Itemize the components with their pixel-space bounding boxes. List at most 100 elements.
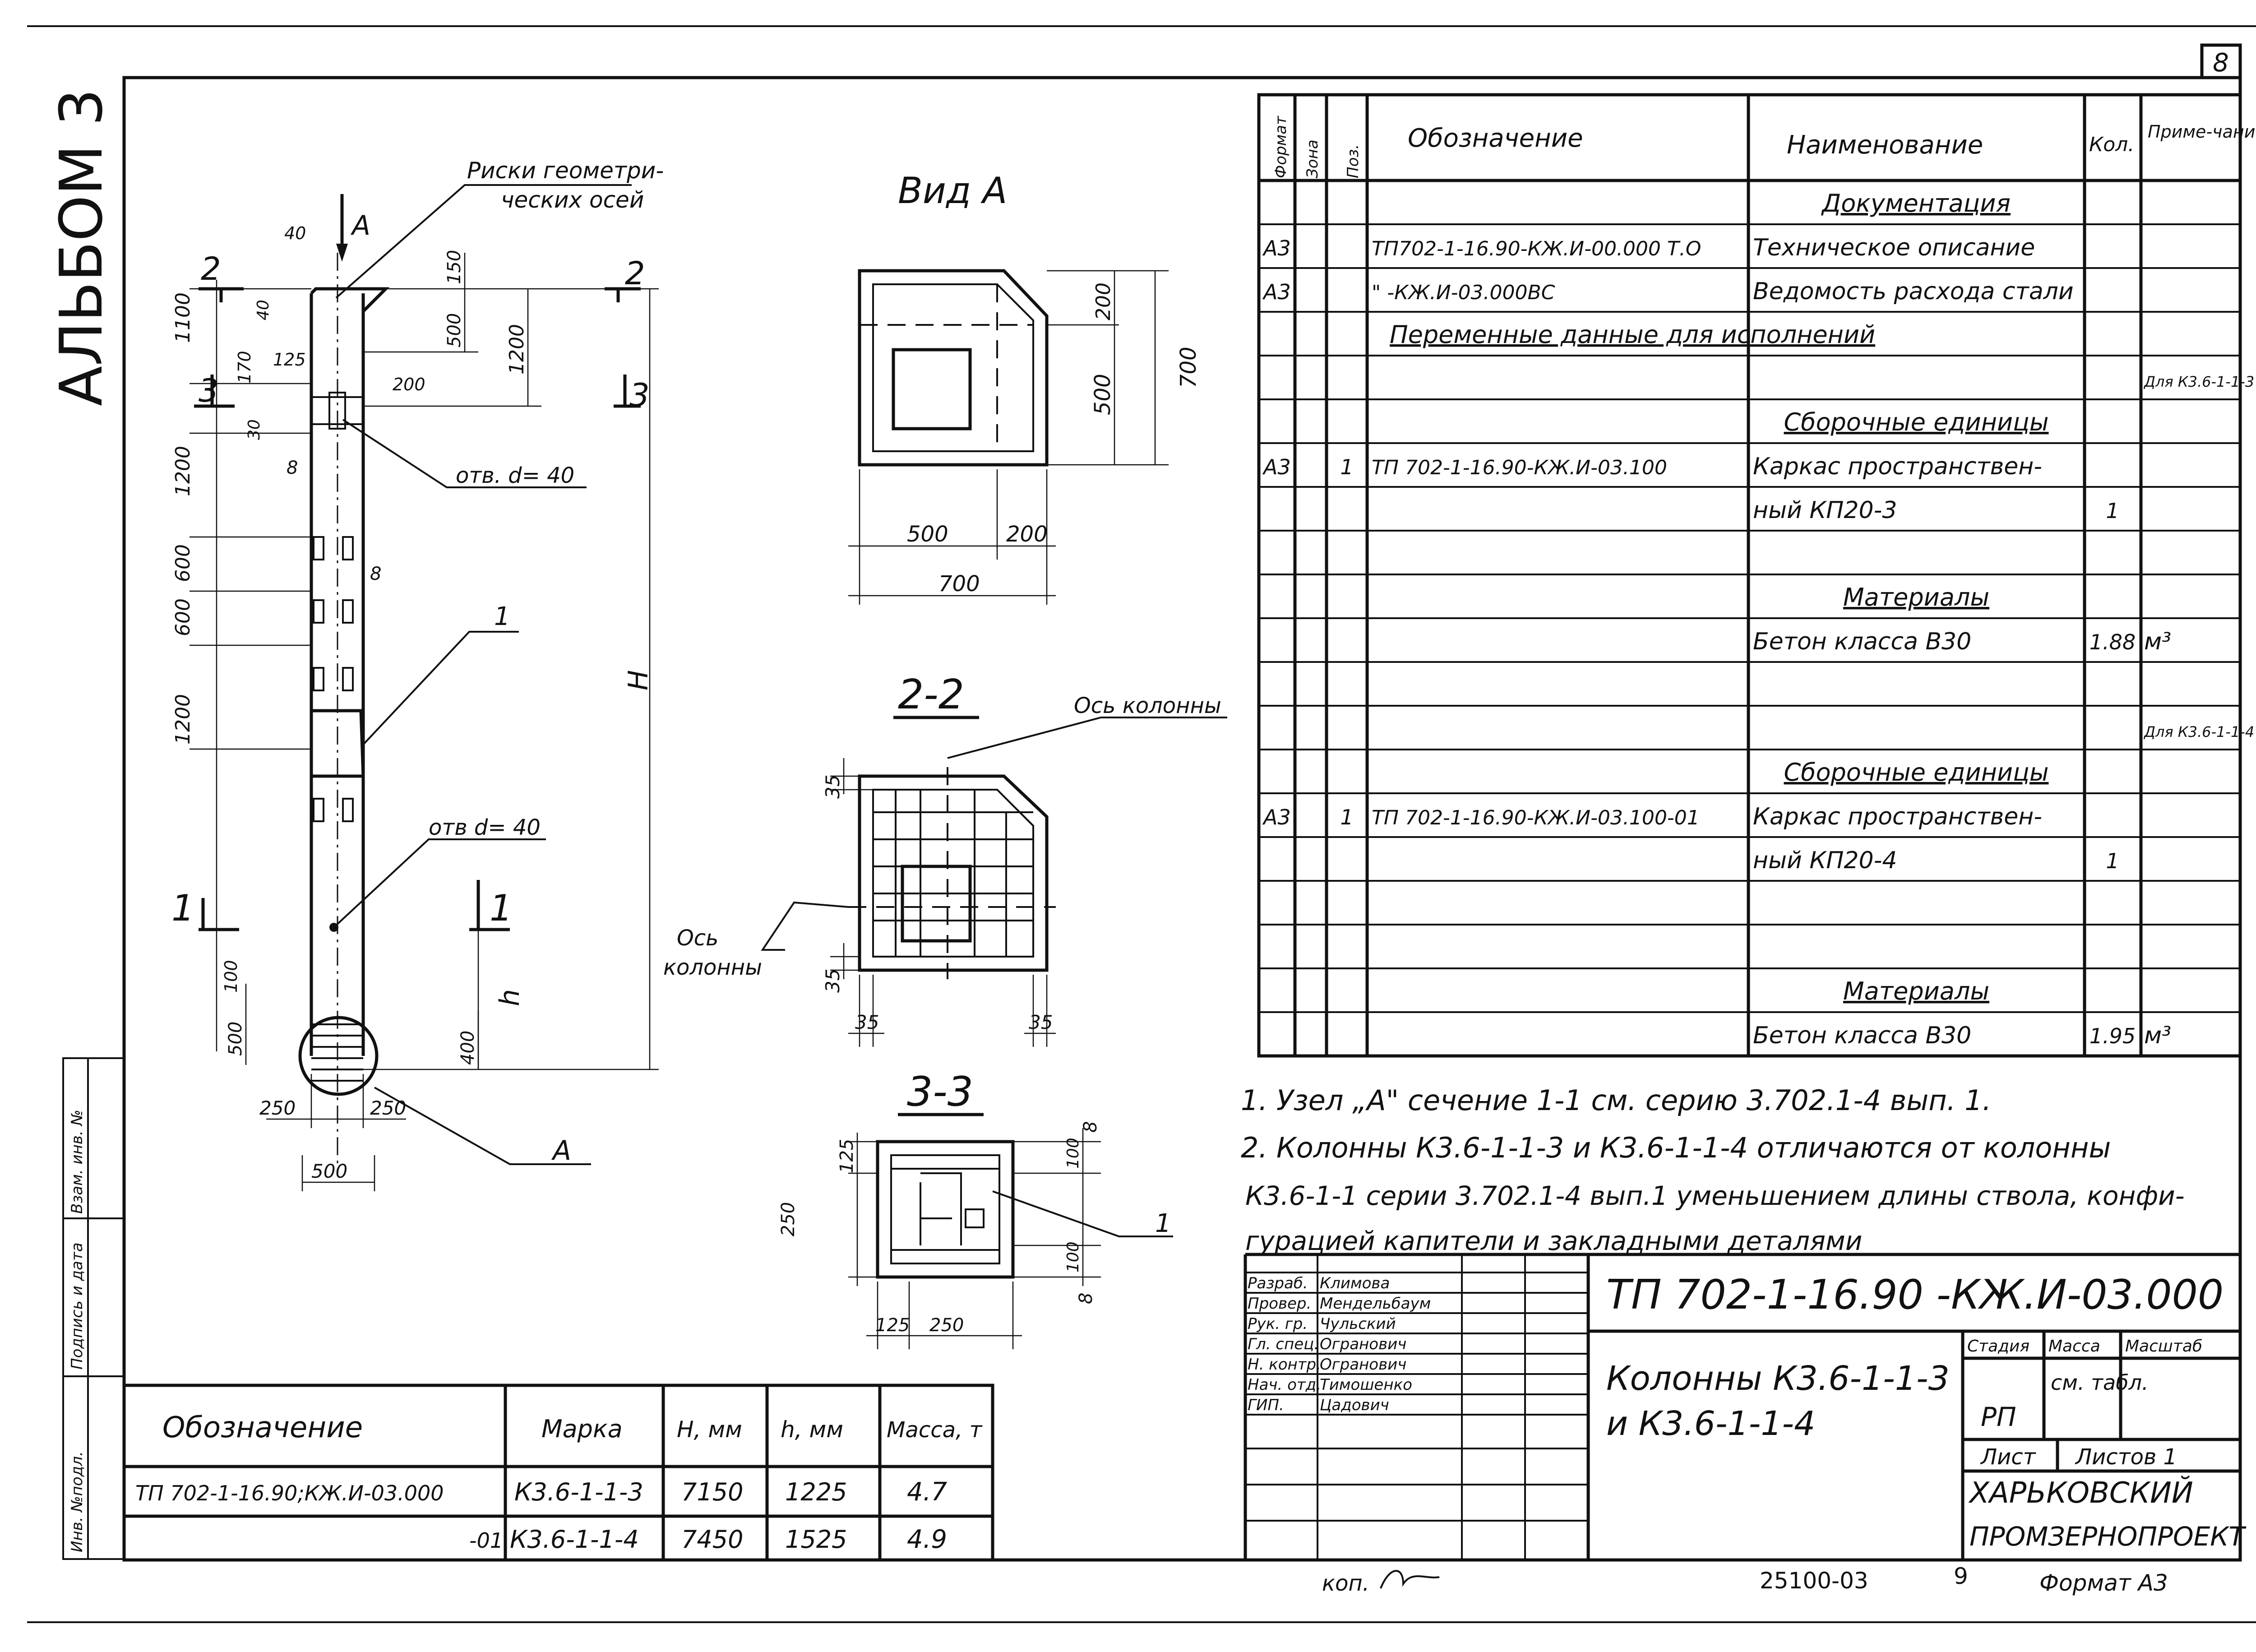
- variant-2-mark: К3.6-1-1-4: [510, 1525, 639, 1554]
- dim-1200-a: 1200: [171, 446, 194, 496]
- title-org-1: ХАРЬКОВСКИЙ: [1968, 1476, 2193, 1510]
- spec-row-designation: Переменные данные для исполнений: [1390, 320, 1875, 349]
- spec-row-pos: 1: [1340, 805, 1353, 829]
- dim-250-left: 250: [259, 1097, 296, 1119]
- note-3: К3.6-1-1 серии 3.702.1-4 вып.1 уменьшени…: [1245, 1180, 2185, 1211]
- section-2-2-dim-35-b: 35: [822, 969, 844, 993]
- section-3-3-dim-125-h: 125: [875, 1315, 910, 1336]
- title-role-name: Тимошенко: [1320, 1376, 1412, 1394]
- spec-row-designation: " -КЖ.И-03.000ВС: [1372, 281, 1555, 304]
- title-stage-header: Стадия: [1967, 1337, 2029, 1356]
- margin-sign-label: Подпись и дата: [68, 1242, 86, 1370]
- dim-100-side: 100: [221, 960, 241, 993]
- title-role-name: Огранович: [1320, 1335, 1406, 1353]
- dim-150: 150: [444, 250, 465, 284]
- section-3-3-dim-125-v: 125: [837, 1139, 857, 1173]
- variant-1-H: 7150: [681, 1478, 743, 1506]
- spec-row-note: м³: [2144, 628, 2171, 655]
- variants-header-H: Н, мм: [677, 1416, 742, 1443]
- spec-row-name: ный КП20-3: [1753, 497, 1897, 524]
- spec-row-name: Бетон класса В30: [1753, 628, 1971, 655]
- view-a-dim-700-h: 700: [938, 571, 980, 597]
- spec-row-name: ный КП20-4: [1753, 847, 1897, 874]
- spec-row-qty: 1: [2106, 849, 2119, 873]
- spec-row-designation: ТП702-1-16.90-КЖ.И-00.000 Т.О: [1372, 237, 1701, 260]
- section-2-2-axis2-a: Ось: [677, 925, 718, 951]
- view-a-dim-500-h: 500: [907, 522, 948, 547]
- section-2-2: 2-2 Ось колонны Ось колонны 35 35 35 35: [663, 671, 1227, 1047]
- title-org-2: ПРОМЗЕРНОПРОЕКТ: [1969, 1521, 2247, 1552]
- section-3-3-dim-100-a: 100: [1064, 1138, 1082, 1169]
- title-role-label: Разраб.: [1248, 1274, 1308, 1292]
- section-3-3: 3-3 1 125 250 100 8 100 8 125 250: [778, 1068, 1173, 1349]
- title-role-name: Климова: [1320, 1274, 1390, 1292]
- title-mass-header: Масса: [2048, 1337, 2100, 1356]
- title-role-label: Н. контр.: [1248, 1356, 1321, 1374]
- spec-row-designation: ТП 702-1-16.90-КЖ.И-03.100: [1372, 456, 1667, 479]
- section-2-2-dim-35-a: 35: [822, 775, 844, 799]
- spec-row-format: А3: [1262, 805, 1291, 829]
- title-stage: РП: [1981, 1402, 2016, 1432]
- album-label: АЛЬБОМ 3: [47, 88, 116, 406]
- spec-row-section-heading: Сборочные единицы: [1784, 758, 2048, 787]
- spec-row-pos: 1: [1340, 455, 1353, 479]
- spec-row-format: А3: [1262, 236, 1291, 260]
- dim-250-right: 250: [370, 1097, 406, 1119]
- view-a-title: Вид А: [898, 170, 1007, 212]
- note-1: 1. Узел „А" сечение 1-1 см. серию 3.702.…: [1241, 1084, 1991, 1117]
- margin-inv-label: Инв. №подл.: [68, 1451, 86, 1552]
- spec-row-section-heading: Материалы: [1843, 583, 1989, 611]
- title-line-2: и К3.6-1-1-4: [1606, 1404, 1815, 1443]
- spec-row-note: Для К3.6-1-1-3: [2143, 373, 2254, 390]
- dim-125: 125: [273, 350, 306, 370]
- hole-top-label: отв. d= 40: [456, 463, 574, 488]
- variant-2-H: 7450: [681, 1525, 743, 1554]
- dim-200-elev: 200: [393, 375, 425, 394]
- sheet-number-box: [2200, 43, 2242, 79]
- variant-2-mass: 4.9: [907, 1525, 947, 1554]
- spec-header-name: Наименование: [1787, 130, 1983, 160]
- dim-1200-b: 1200: [171, 694, 194, 745]
- dim-8-a: 8: [287, 458, 298, 478]
- title-sheet-label: Лист: [1980, 1444, 2037, 1470]
- variant-1-mark: К3.6-1-1-3: [514, 1478, 643, 1506]
- section-mark-2-right: 2: [625, 255, 645, 292]
- section-3-3-dim-250-h: 250: [929, 1315, 964, 1336]
- section-mark-1-right: 1: [490, 887, 513, 929]
- section-2-2-axis2-b: колонны: [663, 955, 762, 980]
- spec-header-format: Формат: [1272, 116, 1290, 178]
- variant-2-h: 1525: [785, 1525, 847, 1554]
- dim-H: Н: [623, 670, 654, 690]
- section-3-3-dim-250-v: 250: [778, 1202, 799, 1236]
- title-role-name: Огранович: [1320, 1356, 1406, 1374]
- spec-row-name: Ведомость расхода стали: [1753, 278, 2074, 305]
- dim-40-side: 40: [254, 300, 273, 320]
- section-mark-3-right: 3: [629, 377, 650, 414]
- section-2-2-axis-label: Ось колонны: [1074, 693, 1221, 718]
- section-mark-3-left: 3: [199, 372, 219, 409]
- dim-500-side: 500: [225, 1022, 246, 1056]
- section-mark-1-left: 1: [171, 887, 194, 929]
- dim-1100: 1100: [171, 292, 194, 343]
- title-line-1: Колонны К3.6-1-1-3: [1606, 1359, 1950, 1398]
- margin-stamp: Инв. №подл. Подпись и дата Взам. инв. №: [62, 1057, 125, 1560]
- variant-1-mass: 4.7: [907, 1477, 947, 1507]
- title-role-name: Цадович: [1320, 1396, 1389, 1414]
- spec-row-name: Техническое описание: [1753, 234, 2035, 261]
- variants-header-h: h, мм: [781, 1416, 843, 1443]
- spec-header-designation: Обозначение: [1408, 124, 1583, 153]
- footer-inv: 25100-03: [1760, 1568, 1868, 1594]
- dim-600-a: 600: [171, 544, 194, 582]
- spec-row-qty: 1.95: [2090, 1024, 2136, 1048]
- section-2-2-title: 2-2: [898, 671, 964, 718]
- callout-axes-2: ческих осей: [501, 187, 644, 213]
- spec-row-format: А3: [1262, 280, 1291, 304]
- sheet-number: 8: [2213, 48, 2229, 78]
- spec-row-name: Каркас пространствен-: [1753, 803, 2042, 830]
- title-role-label: Провер.: [1248, 1295, 1311, 1313]
- dim-600-b: 600: [171, 598, 194, 636]
- section-3-3-pos: 1: [1155, 1209, 1171, 1238]
- title-role-label: ГИП.: [1248, 1396, 1284, 1414]
